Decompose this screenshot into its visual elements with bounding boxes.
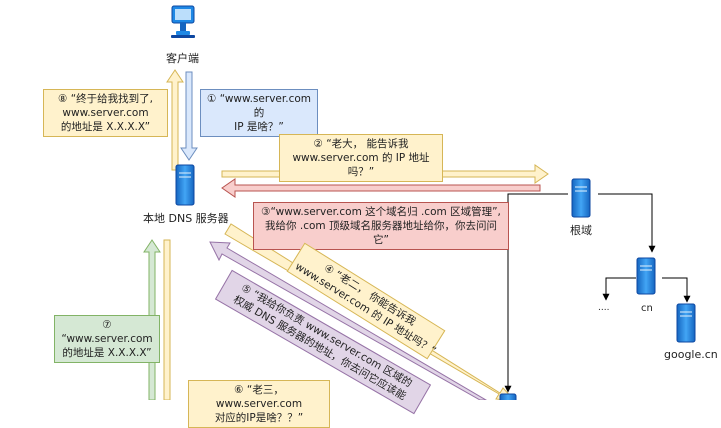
client-label: 客户端 — [166, 52, 199, 65]
server-tower-icon — [636, 257, 656, 295]
note-step8-line3: 的地址是 X.X.X.X” — [60, 121, 151, 133]
arrow-step5-diagonal — [209, 241, 487, 400]
note-step2-line1: ② “老大， 能告诉我 — [313, 138, 409, 150]
note-step7-line1: ⑦ “www.server.com — [61, 319, 153, 345]
note-step8: ⑧ “终于给我找到了, www.server.com 的地址是 X.X.X.X” — [43, 89, 168, 137]
arrow-step6-down — [163, 239, 171, 400]
root-to-cn-line — [598, 193, 656, 253]
note-step7-line2: 的地址是 X.X.X.X” — [62, 347, 152, 359]
note-step6: ⑥ “老三， www.server.com 对应的IP是啥？？” — [188, 380, 330, 428]
cn-label: cn — [641, 303, 653, 314]
server-tower-icon — [571, 178, 591, 218]
arrow-step8-up — [166, 69, 184, 171]
computer-monitor-icon — [171, 5, 195, 38]
note-step7: ⑦ “www.server.com 的地址是 X.X.X.X” — [54, 315, 160, 363]
note-step1-line2: IP 是啥？” — [234, 121, 284, 133]
note-step8-line1: ⑧ “终于给我找到了, — [57, 93, 154, 105]
cn-to-google-line — [662, 277, 691, 303]
local-dns-label: 本地 DNS 服务器 — [143, 212, 229, 225]
arrow-step3-left — [221, 178, 541, 198]
note-step6-line1: ⑥ “老三， www.server.com — [215, 384, 303, 410]
note-step8-line2: www.server.com — [62, 107, 149, 119]
note-step2-line2: www.server.com 的 IP 地址吗？” — [292, 152, 430, 178]
note-step1-line1: ① “www.server.com 的 — [207, 93, 311, 119]
root-to-com-line — [504, 193, 568, 393]
note-step3: ③“www.server.com 这个域名归 .com 区域管理”, 我给你 .… — [253, 202, 509, 250]
cn-to-ellipsis-line — [602, 277, 636, 301]
note-step3-line1: ③“www.server.com 这个域名归 .com 区域管理”, — [261, 206, 501, 218]
note-step1: ① “www.server.com 的 IP 是啥？” — [200, 89, 318, 137]
note-step6-line2: 对应的IP是啥？？” — [214, 412, 304, 424]
note-step2: ② “老大， 能告诉我 www.server.com 的 IP 地址吗？” — [279, 134, 443, 182]
server-tower-icon — [676, 303, 696, 343]
server-tower-icon — [499, 393, 517, 400]
root-label: 根域 — [570, 224, 592, 237]
ellipsis-label: .... — [598, 303, 610, 313]
note-step3-line2: 我给你 .com 顶级域名服务器地址给你，你去问问它” — [265, 220, 497, 246]
google-cn-label: google.cn — [664, 348, 718, 361]
server-tower-icon — [175, 164, 195, 206]
arrow-step1-down — [180, 71, 198, 161]
